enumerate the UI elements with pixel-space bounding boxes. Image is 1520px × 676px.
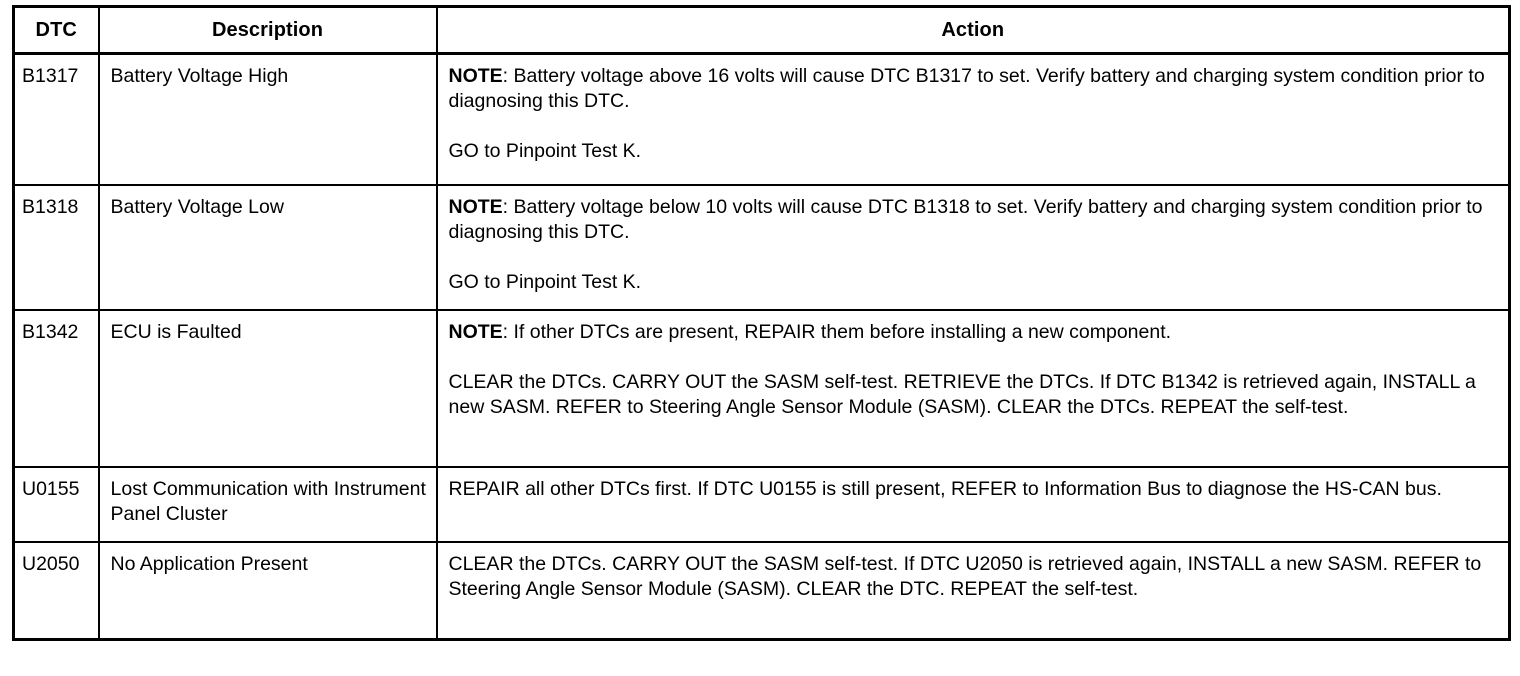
cell-action: NOTE: If other DTCs are present, REPAIR … <box>436 310 1510 468</box>
note-label: NOTE <box>448 196 503 218</box>
action-text: CLEAR the DTCs. CARRY OUT the SASM self-… <box>448 371 1476 418</box>
cell-dtc: B1318 <box>13 185 100 311</box>
action-text: GO to Pinpoint Test K. <box>448 140 642 162</box>
cell-action: CLEAR the DTCs. CARRY OUT the SASM self-… <box>437 542 1510 640</box>
action-text: : Battery voltage below 10 volts will ca… <box>448 196 1483 243</box>
action-text: : Battery voltage above 16 volts will ca… <box>448 65 1485 112</box>
table-row: U2050 No Application Present CLEAR the D… <box>13 542 1510 640</box>
action-paragraph: REPAIR all other DTCs first. If DTC U015… <box>449 477 1495 502</box>
cell-action: NOTE: Battery voltage below 10 volts wil… <box>436 185 1510 311</box>
column-header-action: Action <box>436 6 1510 55</box>
action-paragraph: NOTE: If other DTCs are present, REPAIR … <box>449 320 1495 345</box>
action-paragraph: NOTE: Battery voltage above 16 volts wil… <box>449 64 1495 114</box>
note-label: NOTE <box>448 321 503 343</box>
action-text: GO to Pinpoint Test K. <box>448 271 642 293</box>
cell-action: NOTE: Battery voltage above 16 volts wil… <box>436 53 1510 186</box>
action-text: CLEAR the DTCs. CARRY OUT the SASM self-… <box>448 553 1482 600</box>
column-header-description: Description <box>98 6 438 55</box>
cell-description: Battery Voltage Low <box>98 185 438 311</box>
cell-dtc: U0155 <box>13 467 100 543</box>
cell-description: Battery Voltage High <box>98 53 438 186</box>
column-header-dtc: DTC <box>13 6 100 55</box>
table-row: B1342 ECU is Faulted NOTE: If other DTCs… <box>13 310 1510 468</box>
table-body: B1317 Battery Voltage High NOTE: Battery… <box>13 53 1510 640</box>
action-paragraph: NOTE: Battery voltage below 10 volts wil… <box>449 195 1495 245</box>
cell-action: REPAIR all other DTCs first. If DTC U015… <box>436 467 1510 543</box>
action-text: : If other DTCs are present, REPAIR them… <box>502 321 1172 343</box>
action-paragraph: CLEAR the DTCs. CARRY OUT the SASM self-… <box>449 552 1495 602</box>
action-paragraph: CLEAR the DTCs. CARRY OUT the SASM self-… <box>449 370 1495 420</box>
cell-description: Lost Communication with Instrument Panel… <box>98 467 438 543</box>
action-paragraph: GO to Pinpoint Test K. <box>449 270 1495 295</box>
cell-description: No Application Present <box>98 542 438 640</box>
table-header-row: DTC Description Action <box>13 6 1510 55</box>
table-row: B1317 Battery Voltage High NOTE: Battery… <box>13 53 1510 186</box>
cell-dtc: B1342 <box>13 310 100 468</box>
table-row: B1318 Battery Voltage Low NOTE: Battery … <box>13 185 1510 311</box>
table-row: U0155 Lost Communication with Instrument… <box>13 467 1510 543</box>
dtc-diagnostic-table: DTC Description Action B1317 Battery Vol… <box>12 5 1511 641</box>
action-paragraph: GO to Pinpoint Test K. <box>449 139 1495 164</box>
cell-dtc: B1317 <box>13 53 100 186</box>
cell-dtc: U2050 <box>13 542 100 640</box>
table-header: DTC Description Action <box>13 6 1510 55</box>
cell-description: ECU is Faulted <box>98 310 438 468</box>
note-label: NOTE <box>448 65 503 87</box>
action-text: REPAIR all other DTCs first. If DTC U015… <box>448 478 1442 500</box>
